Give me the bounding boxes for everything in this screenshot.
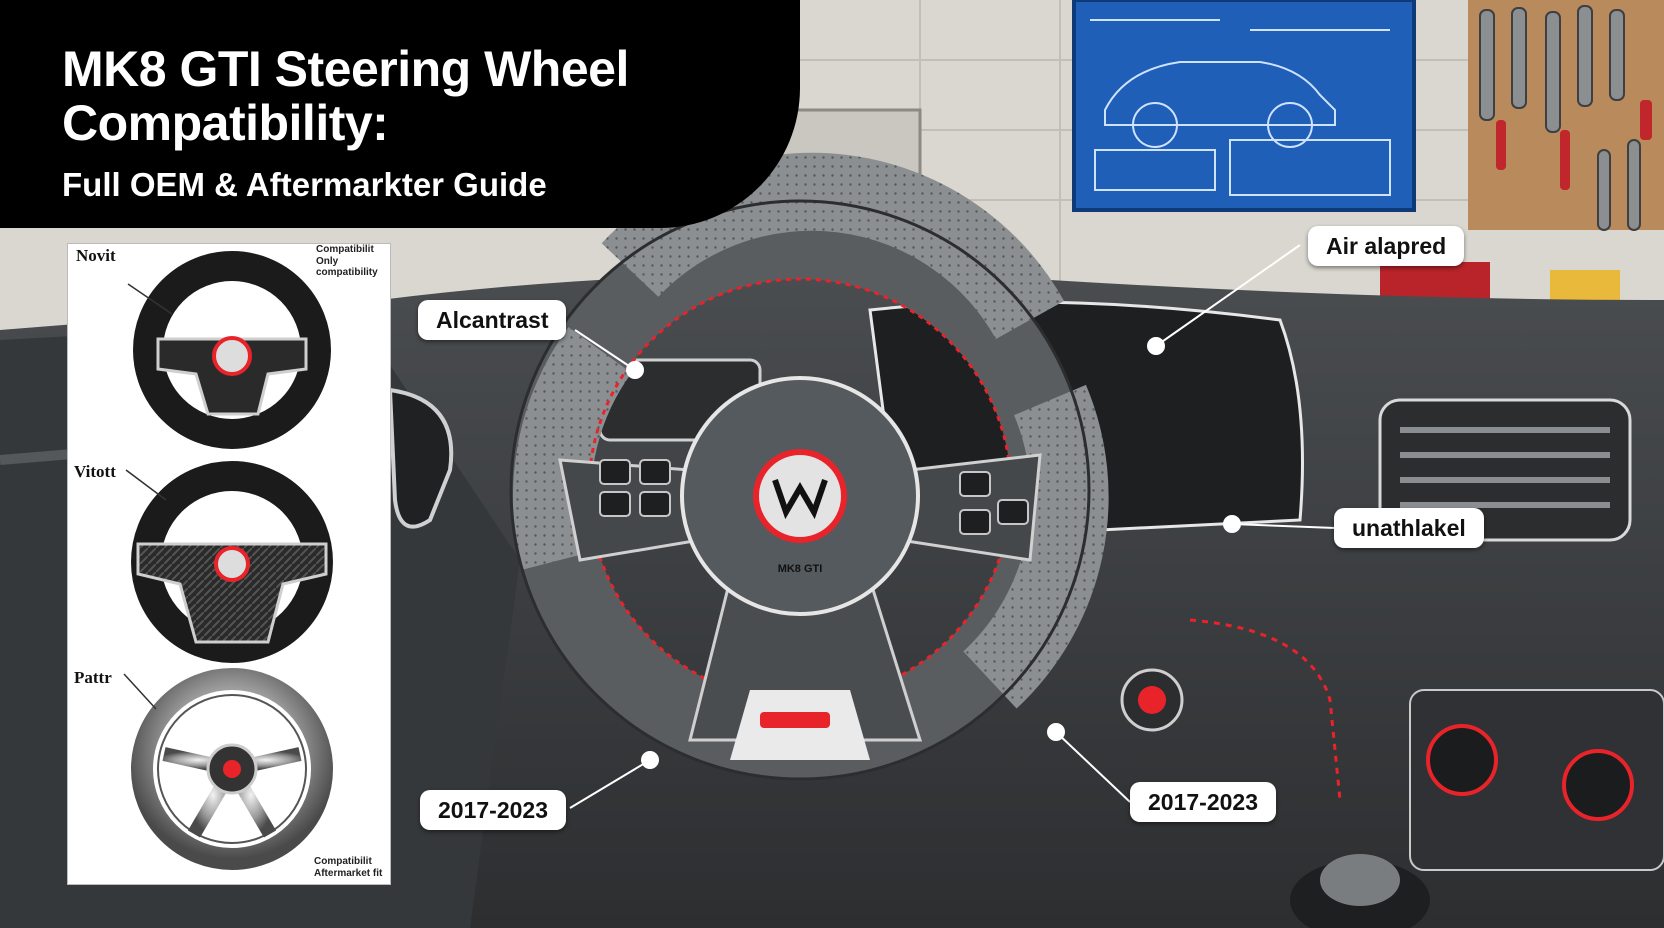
- car-blueprint-poster: [1072, 0, 1416, 212]
- title-subtitle: Full OEM & Aftermarkter Guide: [62, 166, 547, 203]
- hub-model-text: MK8 GTI: [778, 563, 823, 575]
- callout-leaders: [569, 244, 1336, 809]
- chrome-aftermarket-wheel-icon: [123, 668, 333, 870]
- carbon-wheel-icon: [125, 461, 333, 663]
- callout-dot-unat: [1223, 515, 1241, 533]
- right-air-vent: [1378, 398, 1632, 542]
- panel-label-2: Vitott: [74, 462, 116, 481]
- wheel-comparison-panel: Novit Vitott Pattr Compatibilit Only com…: [68, 244, 390, 884]
- callout-alcantara: Alcantrast: [418, 300, 567, 340]
- gti-badge-red-icon: [760, 712, 830, 728]
- climate-controls: [1409, 689, 1664, 871]
- tool-pegboard: [1380, 0, 1664, 302]
- callout-year-right: 2017-2023: [1130, 782, 1276, 822]
- title-line-2: Compatibility:: [62, 95, 389, 151]
- gear-shifter: [1290, 854, 1430, 928]
- panel-top-note-2: Only compatibility: [316, 256, 378, 278]
- panel-label-1: Novit: [76, 246, 116, 265]
- callout-air: Air alapred: [1308, 226, 1465, 266]
- callout-dot-year-right: [1047, 723, 1065, 741]
- brand-logo-icon: [753, 449, 847, 543]
- callout-dot-alcantara: [626, 361, 644, 379]
- title-line-1: MK8 GTI Steering Wheel: [62, 41, 629, 97]
- callout-year-left: 2017-2023: [420, 790, 566, 830]
- oem-wheel-icon: [127, 251, 331, 449]
- panel-bottom-note-2: Aftermarket fit: [314, 868, 383, 879]
- panel-bottom-note-1: Compatibilit: [314, 856, 372, 867]
- steering-wheel: [509, 152, 1109, 781]
- callout-unat: unathlakel: [1334, 508, 1484, 548]
- title-banner: MK8 GTI Steering Wheel Compatibility: Fu…: [0, 0, 800, 228]
- callout-dot-air: [1147, 337, 1165, 355]
- panel-top-note-1: Compatibilit: [316, 244, 374, 255]
- panel-label-3: Pattr: [74, 668, 112, 687]
- panel-wheels: [123, 251, 333, 870]
- callout-dot-year-left: [641, 751, 659, 769]
- start-button: [1120, 668, 1184, 732]
